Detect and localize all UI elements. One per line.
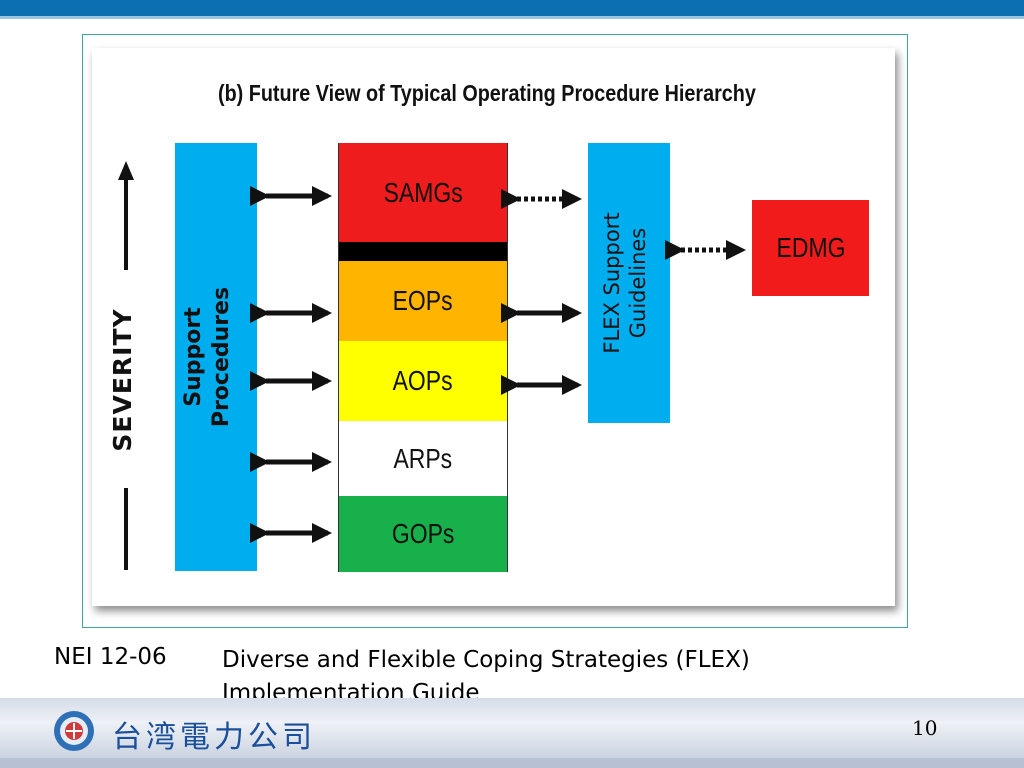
level-gops: GOPs <box>339 496 507 572</box>
company-name: 台湾電力公司 <box>112 720 316 755</box>
level-arps: ARPs <box>339 421 507 496</box>
edmg-label: EDMG <box>776 232 845 263</box>
caption-document-code: NEI 12-06 <box>54 644 167 670</box>
level-eops: EOPs <box>339 261 507 341</box>
diagram-title: (b) Future View of Typical Operating Pro… <box>218 80 756 106</box>
footer-bar <box>0 698 1024 760</box>
top-accent-bar-shadow <box>0 16 1024 19</box>
level-samgs: SAMGs <box>339 143 507 242</box>
level-arps-label: ARPs <box>393 442 453 474</box>
top-accent-bar <box>0 0 1024 16</box>
footer-bottom-line <box>0 758 1024 768</box>
edmg-box: EDMG <box>752 200 869 296</box>
procedure-stack: SAMGs EOPs AOPs ARPs GOPs <box>338 143 508 572</box>
severity-axis-upper-line <box>124 178 128 270</box>
level-divider <box>339 242 507 261</box>
severity-axis-lower-line <box>124 488 128 570</box>
page-number: 10 <box>912 716 938 740</box>
support-procedures-box <box>175 143 257 571</box>
level-aops: AOPs <box>339 341 507 421</box>
level-gops-label: GOPs <box>391 518 455 549</box>
company-logo-icon <box>54 711 94 751</box>
level-eops-label: EOPs <box>393 285 453 316</box>
flex-support-guidelines-box <box>588 143 670 423</box>
severity-arrowhead <box>118 161 134 180</box>
level-aops-label: AOPs <box>393 365 453 396</box>
severity-axis <box>118 161 134 570</box>
level-samgs-label: SAMGs <box>383 176 463 208</box>
